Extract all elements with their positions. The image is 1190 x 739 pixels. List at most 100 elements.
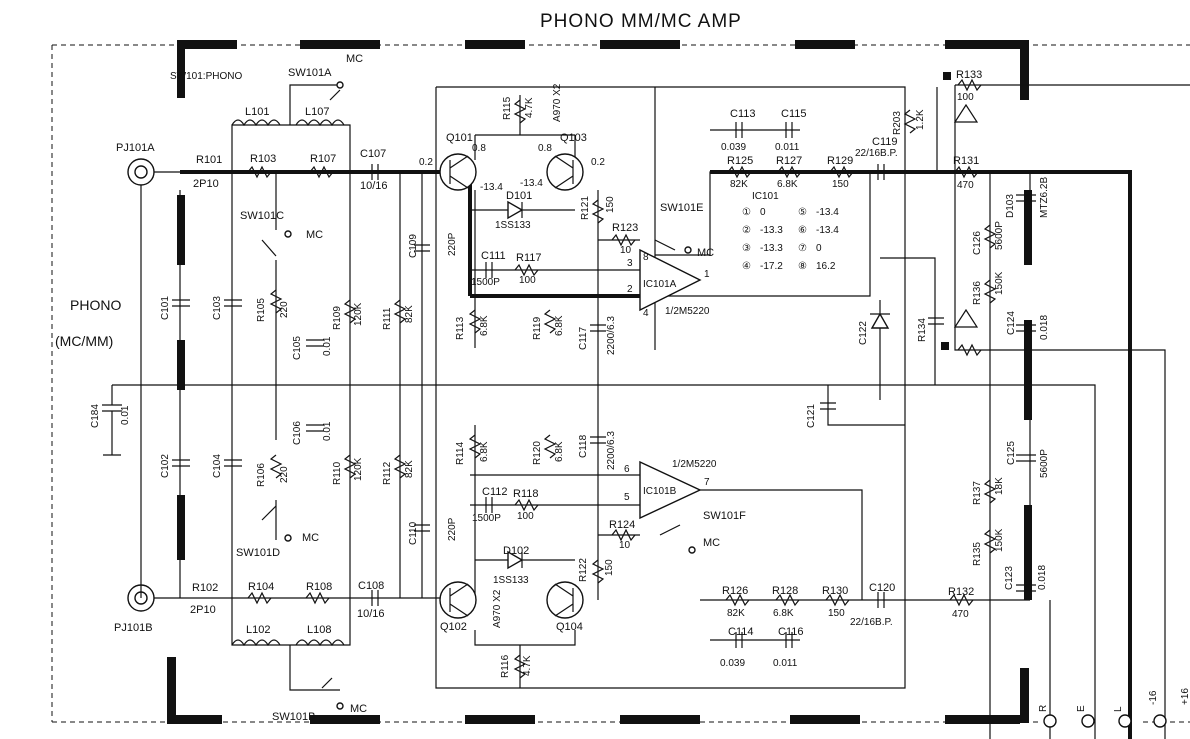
svg-text:2P10: 2P10 bbox=[193, 178, 219, 190]
svg-text:IC101: IC101 bbox=[752, 191, 779, 202]
svg-text:Q104: Q104 bbox=[556, 621, 583, 633]
diode-d101: D101 1SS133 bbox=[495, 190, 532, 231]
resistor-r105: R105 220 bbox=[256, 289, 290, 322]
svg-text:C116: C116 bbox=[778, 626, 803, 638]
svg-text:-13.4: -13.4 bbox=[816, 225, 839, 236]
svg-text:1500P: 1500P bbox=[472, 513, 501, 524]
resistor-r102: R102 2P10 bbox=[190, 582, 218, 616]
svg-text:0.011: 0.011 bbox=[773, 658, 798, 669]
svg-text:22/16B.P.: 22/16B.P. bbox=[855, 148, 898, 159]
svg-text:R203: R203 bbox=[892, 111, 903, 135]
svg-text:MC: MC bbox=[302, 532, 319, 544]
svg-text:82K: 82K bbox=[727, 608, 745, 619]
svg-text:0.01: 0.01 bbox=[120, 405, 131, 425]
svg-text:C112: C112 bbox=[482, 486, 507, 498]
svg-text:R135: R135 bbox=[972, 542, 983, 566]
svg-text:470: 470 bbox=[952, 609, 969, 620]
capacitor-c101: C101 bbox=[160, 296, 190, 320]
svg-text:100: 100 bbox=[519, 275, 536, 286]
svg-text:MTZ6.2B: MTZ6.2B bbox=[1039, 177, 1050, 218]
right-network: D103 MTZ6.2B C123 0.018 C124 0.018 C125 … bbox=[972, 177, 1050, 592]
svg-text:220: 220 bbox=[279, 301, 290, 318]
svg-text:-13.4: -13.4 bbox=[816, 207, 839, 218]
svg-text:R118: R118 bbox=[513, 488, 538, 500]
svg-text:150: 150 bbox=[605, 196, 616, 213]
capacitor-c102: C102 bbox=[160, 454, 190, 478]
svg-text:PJ101B: PJ101B bbox=[114, 622, 153, 634]
resistor-r119: R119 6.8K bbox=[532, 309, 565, 340]
resistor-r203: R203 1.2K bbox=[892, 109, 926, 135]
svg-text:16.2: 16.2 bbox=[816, 261, 836, 272]
svg-text:C101: C101 bbox=[160, 296, 171, 320]
resistor-r120: R120 6.8K bbox=[532, 434, 565, 465]
svg-text:R103: R103 bbox=[250, 153, 276, 165]
capacitor-c122: C121 bbox=[806, 402, 836, 428]
svg-text:100: 100 bbox=[517, 511, 534, 522]
svg-text:-16: -16 bbox=[1148, 690, 1159, 705]
resistor-r113: R113 6.8K bbox=[455, 309, 490, 340]
capacitor-c112: C112 1500P bbox=[472, 486, 507, 524]
svg-text:0.8: 0.8 bbox=[472, 143, 486, 154]
svg-text:R133: R133 bbox=[956, 69, 982, 81]
svg-text:R120: R120 bbox=[532, 441, 543, 465]
inductor-l108: L108 bbox=[295, 624, 345, 647]
section-sublabel: (MC/MM) bbox=[55, 333, 113, 349]
svg-text:0.01: 0.01 bbox=[322, 336, 333, 356]
svg-text:1: 1 bbox=[704, 269, 710, 280]
svg-text:220P: 220P bbox=[447, 517, 458, 541]
svg-text:4: 4 bbox=[643, 308, 649, 319]
svg-text:C121: C121 bbox=[806, 404, 817, 428]
svg-text:C113: C113 bbox=[730, 108, 755, 120]
svg-text:C109: C109 bbox=[408, 234, 419, 258]
inductor-l107: L107 bbox=[295, 106, 345, 127]
svg-text:4.7K: 4.7K bbox=[524, 97, 535, 118]
resistor-r109: R109 120K bbox=[332, 299, 364, 330]
svg-text:C120: C120 bbox=[869, 582, 895, 594]
resistor-r122: R122 150 bbox=[578, 558, 615, 584]
svg-text:SW101F: SW101F bbox=[703, 510, 746, 522]
svg-text:1/2M5220: 1/2M5220 bbox=[672, 459, 717, 470]
svg-text:0.2: 0.2 bbox=[419, 157, 433, 168]
resistor-r118: R118 100 bbox=[513, 488, 538, 522]
svg-text:R119: R119 bbox=[532, 316, 543, 340]
svg-text:1SS133: 1SS133 bbox=[495, 220, 531, 231]
svg-text:②: ② bbox=[742, 225, 751, 236]
svg-text:R107: R107 bbox=[310, 153, 336, 165]
svg-text:④: ④ bbox=[742, 261, 751, 272]
svg-text:10/16: 10/16 bbox=[360, 180, 388, 192]
svg-text:SW101E: SW101E bbox=[660, 202, 703, 214]
svg-text:2200/6.3: 2200/6.3 bbox=[606, 316, 617, 355]
output-connector: R E L -16 +16 bbox=[1038, 688, 1190, 728]
svg-text:MC: MC bbox=[306, 229, 323, 241]
svg-text:C108: C108 bbox=[358, 580, 384, 592]
resistor-r110: R110 120K bbox=[332, 454, 364, 485]
resistor-r107: R107 bbox=[309, 153, 336, 179]
jack-pj101a: PJ101A bbox=[116, 142, 155, 186]
capacitor-c109: C109 220P bbox=[408, 232, 458, 258]
svg-text:5600P: 5600P bbox=[994, 221, 1005, 250]
svg-text:SW101C: SW101C bbox=[240, 210, 284, 222]
capacitor-c117: C117 2200/6.3 bbox=[578, 316, 617, 355]
svg-text:-13.3: -13.3 bbox=[760, 243, 783, 254]
svg-text:R130: R130 bbox=[822, 585, 848, 597]
capacitor-c184: C184 0.01 bbox=[90, 385, 131, 456]
svg-text:MC: MC bbox=[703, 537, 720, 549]
resistor-r111: R111 82K bbox=[382, 299, 415, 330]
svg-text:R117: R117 bbox=[516, 252, 541, 264]
svg-text:0.011: 0.011 bbox=[775, 142, 800, 153]
svg-text:③: ③ bbox=[742, 243, 751, 254]
svg-text:4.7K: 4.7K bbox=[522, 655, 533, 676]
shield-traces bbox=[177, 190, 1032, 600]
svg-text:MC: MC bbox=[697, 247, 714, 259]
svg-text:MC: MC bbox=[346, 53, 363, 65]
svg-text:0.039: 0.039 bbox=[720, 658, 745, 669]
svg-text:R111: R111 bbox=[382, 307, 393, 330]
ic-pin-voltage-table: IC101 ① 0 ② -13.3 ③ -13.3 ④ -17.2 ⑤ -13.… bbox=[742, 191, 839, 272]
svg-text:L102: L102 bbox=[246, 624, 270, 636]
svg-text:-17.2: -17.2 bbox=[760, 261, 783, 272]
svg-text:D102: D102 bbox=[503, 545, 529, 557]
svg-text:120K: 120K bbox=[353, 302, 364, 326]
svg-text:R116: R116 bbox=[500, 654, 511, 678]
jack-pj101b: PJ101B bbox=[114, 584, 155, 634]
svg-text:L107: L107 bbox=[305, 106, 329, 118]
